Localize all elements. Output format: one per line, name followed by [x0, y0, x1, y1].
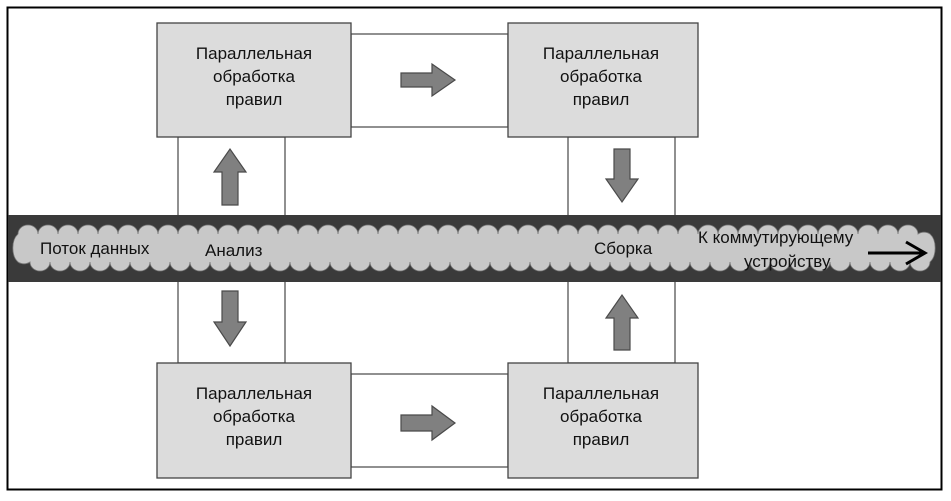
output-label-line2: устройству	[744, 252, 831, 271]
arrow-down-right-icon	[604, 148, 640, 204]
box-bottom-right-line1: Параллельная	[543, 384, 659, 403]
analysis-label: Анализ	[205, 241, 263, 260]
box-top-left: Параллельная обработка правил	[156, 22, 352, 138]
output-label-line1: К коммутирующему	[698, 228, 854, 247]
box-top-left-line2: обработка	[213, 67, 296, 86]
box-bottom-right-line3: правил	[573, 430, 630, 449]
arrow-up-right-icon	[604, 293, 640, 351]
assembly-label: Сборка	[594, 239, 653, 258]
box-top-left-line1: Параллельная	[196, 44, 312, 63]
stream-label: Поток данных	[40, 239, 150, 258]
box-bottom-left: Параллельная обработка правил	[156, 362, 352, 479]
data-stream-cloud	[12, 224, 936, 272]
data-stream-band: Поток данных Анализ Сборка К коммутирующ…	[8, 215, 941, 282]
box-top-right-line2: обработка	[560, 67, 643, 86]
box-top-right: Параллельная обработка правил	[507, 22, 699, 138]
arrow-right-top-icon	[400, 62, 457, 98]
output-arrow-icon	[868, 240, 928, 266]
box-bottom-right: Параллельная обработка правил	[507, 362, 699, 479]
box-top-right-line1: Параллельная	[543, 44, 659, 63]
box-top-left-line3: правил	[226, 90, 283, 109]
arrow-down-left-icon	[212, 290, 248, 348]
box-bottom-left-line3: правил	[226, 430, 283, 449]
box-bottom-right-line2: обработка	[560, 407, 643, 426]
arrow-right-bottom-icon	[400, 404, 457, 442]
box-top-right-line3: правил	[573, 90, 630, 109]
box-bottom-left-line1: Параллельная	[196, 384, 312, 403]
data-stream-cloud-shape	[12, 224, 936, 272]
box-bottom-left-line2: обработка	[213, 407, 296, 426]
arrow-up-left-icon	[212, 147, 248, 206]
